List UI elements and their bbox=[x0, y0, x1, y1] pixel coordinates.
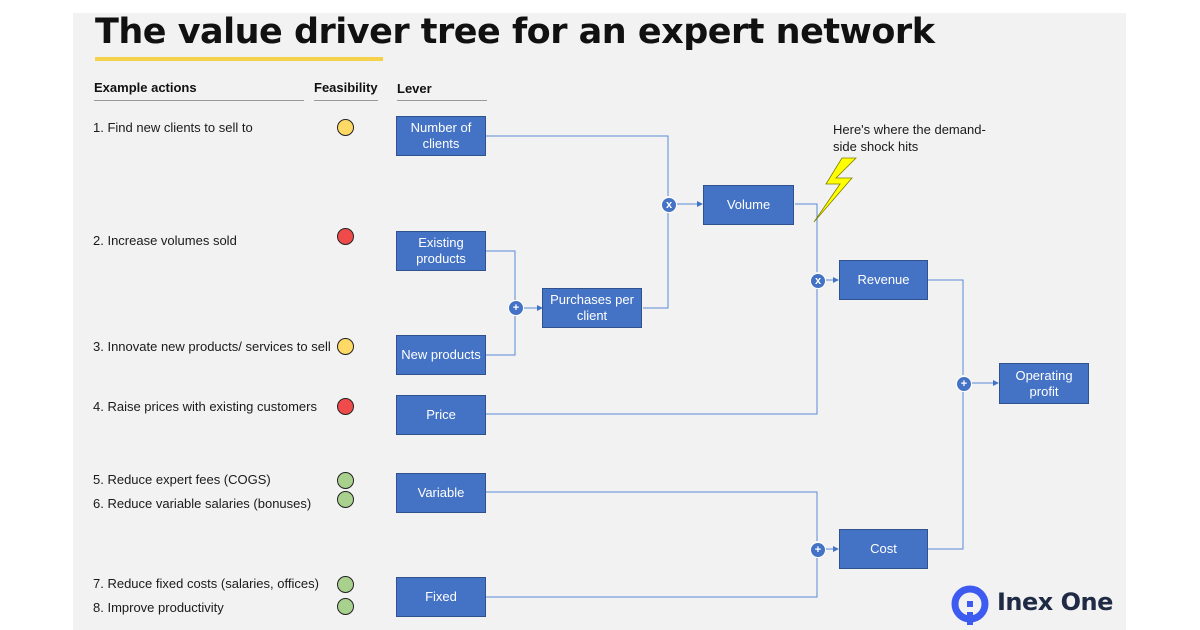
action-item-1: 1. Find new clients to sell to bbox=[93, 120, 253, 135]
line-new-to-purchases-op bbox=[486, 316, 516, 356]
node-revenue: Revenue bbox=[839, 260, 928, 300]
node-operating-profit: Operating profit bbox=[999, 363, 1089, 404]
header-example-actions: Example actions bbox=[94, 80, 197, 95]
operator-multiply-revenue: x bbox=[810, 273, 826, 289]
demand-shock-annotation: Here's where the demand-side shock hits bbox=[833, 122, 986, 154]
feasibility-dot-6 bbox=[337, 491, 354, 508]
feasibility-dot-1 bbox=[337, 119, 354, 136]
node-purchases-per-client: Purchases per client bbox=[542, 288, 642, 328]
line-fixed-to-cost-op bbox=[486, 557, 818, 598]
action-item-6: 6. Reduce variable salaries (bonuses) bbox=[93, 496, 312, 511]
header-lever: Lever bbox=[397, 81, 432, 96]
lever-variable: Variable bbox=[396, 473, 486, 513]
header-feasibility: Feasibility bbox=[314, 80, 378, 95]
line-cost-to-profit-op bbox=[928, 391, 964, 550]
line-volume-to-revenue-op bbox=[795, 203, 818, 272]
lever-new-products: New products bbox=[396, 335, 486, 375]
node-cost: Cost bbox=[839, 529, 928, 569]
action-item-7: 7. Reduce fixed costs (salaries, offices… bbox=[93, 576, 319, 591]
line-clients-to-volume-op bbox=[486, 135, 669, 196]
lever-existing-products: Existing products bbox=[396, 231, 486, 271]
line-purchases-to-volume-op bbox=[643, 212, 669, 309]
operator-add-cost: + bbox=[810, 542, 826, 558]
feasibility-dot-8 bbox=[337, 598, 354, 615]
header-rule-feasibility bbox=[314, 100, 378, 101]
feasibility-dot-4 bbox=[337, 398, 354, 415]
page-title: The value driver tree for an expert netw… bbox=[95, 12, 935, 52]
operator-add-purchases: + bbox=[508, 300, 524, 316]
line-revenue-to-profit-op bbox=[928, 279, 964, 375]
feasibility-dot-5 bbox=[337, 472, 354, 489]
action-item-5: 5. Reduce expert fees (COGS) bbox=[93, 472, 271, 487]
node-volume: Volume bbox=[703, 185, 794, 225]
lever-fixed: Fixed bbox=[396, 577, 486, 617]
feasibility-dot-2 bbox=[337, 228, 354, 245]
lever-price: Price bbox=[396, 395, 486, 435]
line-price-to-revenue-op bbox=[486, 288, 818, 415]
feasibility-dot-3 bbox=[337, 338, 354, 355]
action-item-2: 2. Increase volumes sold bbox=[93, 233, 237, 248]
line-existing-to-purchases-op bbox=[486, 250, 516, 300]
header-rule-lever bbox=[397, 100, 487, 101]
lever-number-of-clients: Number of clients bbox=[396, 116, 486, 156]
feasibility-dot-7 bbox=[337, 576, 354, 593]
line-variable-to-cost-op bbox=[486, 491, 818, 541]
operator-multiply-volume: x bbox=[661, 197, 677, 213]
lightning-bolt-icon bbox=[813, 157, 857, 223]
operator-add-operating-profit: + bbox=[956, 376, 972, 392]
action-item-3: 3. Innovate new products/ services to se… bbox=[93, 339, 331, 354]
q-shaped-logo-icon bbox=[951, 585, 989, 625]
action-item-8: 8. Improve productivity bbox=[93, 600, 224, 615]
brand-name: Inex One bbox=[997, 588, 1113, 616]
title-underline bbox=[95, 57, 383, 61]
header-rule-actions bbox=[94, 100, 304, 101]
action-item-4: 4. Raise prices with existing customers bbox=[93, 399, 317, 414]
